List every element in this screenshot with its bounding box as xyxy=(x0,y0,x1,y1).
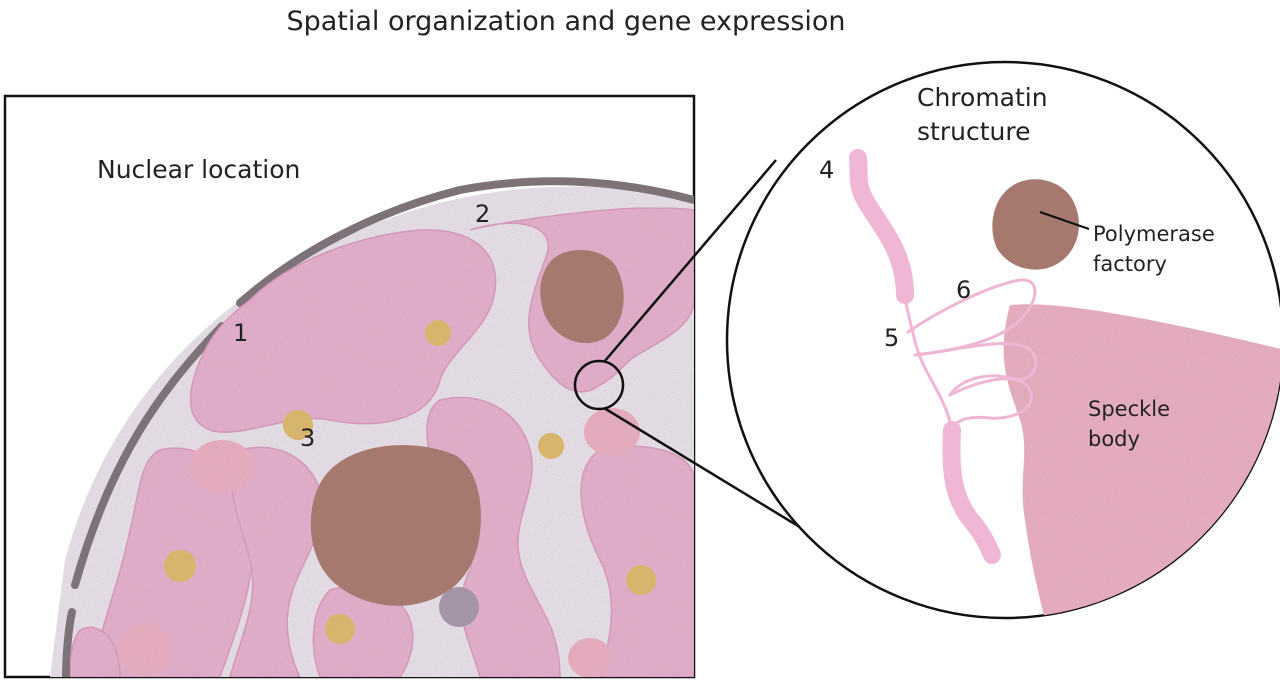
speckle-body-label-1: Speckle xyxy=(1088,397,1170,421)
marker-1: 1 xyxy=(233,319,248,347)
polymerase-factories-left xyxy=(310,250,624,606)
polymerase-factory xyxy=(992,179,1079,270)
chromatin-structure-label-2: structure xyxy=(917,117,1030,146)
zoom-connectors xyxy=(603,159,827,545)
marker-3: 3 xyxy=(300,424,315,452)
speckle-body-label-2: body xyxy=(1088,427,1140,451)
nuclear-body-grey xyxy=(439,587,479,627)
marker-4: 4 xyxy=(819,156,834,184)
nuclear-location-label: Nuclear location xyxy=(97,155,300,184)
chromatin-fiber xyxy=(849,149,1038,564)
chromatin-structure-panel: Chromatin structure 4 5 6 Polymerase fac… xyxy=(725,60,1280,620)
diagram-title: Spatial organization and gene expression xyxy=(286,6,845,37)
speckle-body xyxy=(1003,304,1280,618)
zoom-source-circle xyxy=(573,359,625,411)
nuclear-location-panel: Nuclear location 1 2 3 xyxy=(3,94,696,679)
nuclear-envelope xyxy=(62,177,694,677)
polymerase-leader-line xyxy=(1039,211,1090,230)
nuclear-bodies-yellow xyxy=(164,320,656,644)
chromatin-structure-label-1: Chromatin xyxy=(917,83,1048,112)
marker-2: 2 xyxy=(475,200,490,228)
marker-6: 6 xyxy=(956,276,971,304)
polymerase-factory-label-2: factory xyxy=(1093,252,1167,276)
polymerase-factory-label-1: Polymerase xyxy=(1093,222,1215,246)
marker-5: 5 xyxy=(884,324,899,352)
